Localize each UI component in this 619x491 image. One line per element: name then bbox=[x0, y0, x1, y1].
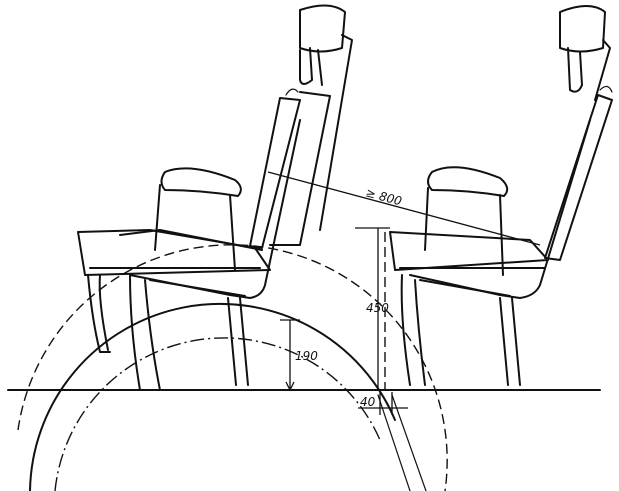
offset-dimension bbox=[358, 392, 408, 415]
clearance-dimension bbox=[280, 319, 300, 392]
height-dimension bbox=[355, 227, 390, 390]
seat-pitch-label: ≥ 800 bbox=[364, 185, 403, 208]
wheel-arch bbox=[17, 244, 448, 491]
seat-height-label: 450 bbox=[366, 301, 389, 315]
rear-seat bbox=[389, 5, 613, 386]
wheel-clearance-label: 190 bbox=[295, 349, 318, 363]
front-seat bbox=[77, 4, 353, 391]
pitch-line bbox=[267, 171, 541, 246]
offset-label: 40 bbox=[360, 395, 376, 409]
